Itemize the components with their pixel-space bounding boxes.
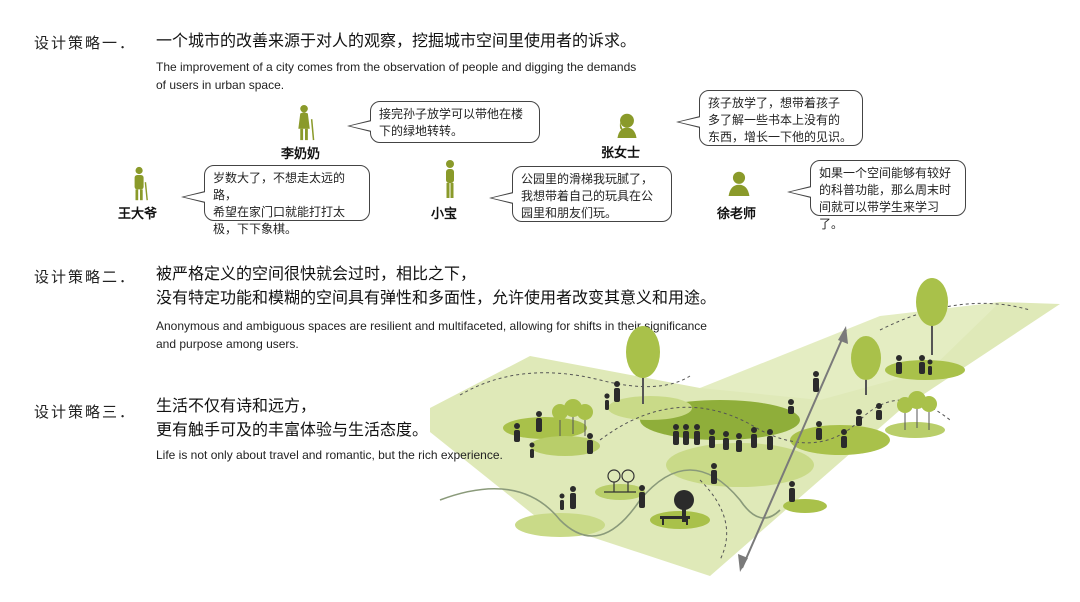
green-spot bbox=[608, 396, 692, 420]
quote-line: 我想带着自己的玩具在公 bbox=[521, 189, 654, 203]
strategy-3-label: 设计策略三． bbox=[34, 403, 137, 421]
walking-path bbox=[599, 399, 951, 444]
strategy-1-title: 一个城市的改善来源于对人的观察，挖掘城市空间里使用者的诉求。 bbox=[156, 29, 636, 53]
quote-line: 东西，增长一下他的见识。 bbox=[708, 130, 853, 144]
strategy-2-english-line: Anonymous and ambiguous spaces are resil… bbox=[156, 319, 707, 333]
green-spot bbox=[503, 417, 587, 439]
woman-bust-icon bbox=[617, 113, 637, 138]
strategy-1-title-line: 一个城市的改善来源于对人的观察，挖掘城市空间里使用者的诉求。 bbox=[156, 31, 637, 50]
speech-bubble-li-nainai: 接完孙子放学可以带他在楼 下的绿地转转。 bbox=[347, 101, 540, 143]
persona-name-wang-daye: 王大爷 bbox=[118, 207, 158, 222]
strategy-2-title-line: 没有特定功能和模糊的空间具有弹性和多面性，允许使用者改变其意义和用途。 bbox=[156, 288, 717, 307]
park-ground-plane bbox=[430, 302, 1060, 576]
quote-line: 孩子放学了，想带着孩子 bbox=[708, 96, 841, 110]
speech-bubble-xiaobao: 公园里的滑梯我玩腻了， 我想带着自己的玩具在公 园里和朋友们玩。 bbox=[489, 166, 672, 222]
quote-line: 公园里的滑梯我玩腻了， bbox=[521, 172, 654, 186]
tree-cluster-icon bbox=[552, 391, 937, 420]
strategy-1-english-line: The improvement of a city comes from the… bbox=[156, 60, 637, 74]
strategy-3-title-line: 生活不仅有诗和远方， bbox=[156, 396, 317, 415]
tree-icon bbox=[626, 326, 660, 404]
strategy-2-title: 被严格定义的空间很快就会过时，相比之下， 没有特定功能和模糊的空间具有弹性和多面… bbox=[156, 262, 716, 310]
green-spot bbox=[790, 425, 890, 455]
strategy-3-english-line: Life is not only about travel and romant… bbox=[156, 448, 503, 462]
quote-line: 间就可以带学生来学习了。 bbox=[819, 200, 940, 231]
green-spot bbox=[650, 511, 710, 529]
speech-bubble-zhang-nvshi: 孩子放学了，想带着孩子 多了解一些书本上没有的 东西，增长一下他的见识。 bbox=[676, 90, 863, 146]
double-arrow-icon bbox=[741, 329, 847, 569]
dark-tree-icon bbox=[660, 490, 694, 525]
persona-name-li-nainai: 李奶奶 bbox=[281, 147, 321, 162]
walking-path bbox=[439, 469, 781, 537]
strategy-1-label: 设计策略一． bbox=[34, 34, 137, 52]
child-standing-icon bbox=[446, 160, 454, 198]
quote-line: 岁数大了，不想走太远的路， bbox=[213, 171, 346, 202]
green-spot bbox=[666, 443, 814, 487]
strategy-3-title-line: 更有触手可及的丰富体验与生活态度。 bbox=[156, 420, 429, 439]
persona-name-xiaobao: 小宝 bbox=[431, 207, 458, 222]
walking-path bbox=[699, 479, 728, 561]
quote-line: 如果一个空间能够有较好 bbox=[819, 166, 952, 180]
strategy-2-english-line: and purpose among users. bbox=[156, 337, 299, 351]
tree-icon bbox=[851, 336, 881, 395]
outline-tree-icon bbox=[604, 469, 636, 493]
persona-name-zhang-nvshi: 张女士 bbox=[601, 146, 641, 161]
quote-line: 极，下下象棋。 bbox=[213, 222, 298, 236]
quote-line: 园里和朋友们玩。 bbox=[521, 206, 618, 220]
elderly-woman-with-cane-icon bbox=[298, 104, 315, 141]
quote-line: 的科普功能，那么周末时 bbox=[819, 183, 952, 197]
old-man-with-cane-icon bbox=[134, 166, 148, 201]
strategy-2-title-line: 被严格定义的空间很快就会过时，相比之下， bbox=[156, 264, 477, 283]
strategy-2-label: 设计策略二． bbox=[34, 268, 137, 286]
persona-name-xu-laoshi: 徐老师 bbox=[717, 207, 757, 222]
green-spot bbox=[783, 499, 827, 513]
people-silhouettes bbox=[514, 355, 933, 510]
quote-line: 下的绿地转转。 bbox=[379, 124, 464, 138]
green-spot bbox=[885, 422, 945, 438]
quote-line: 接完孙子放学可以带他在楼 bbox=[379, 107, 524, 121]
tree-icon bbox=[916, 278, 948, 355]
strategy-1-english-line: of users in urban space. bbox=[156, 78, 285, 92]
quote-line: 多了解一些书本上没有的 bbox=[708, 113, 841, 127]
strategy-3-english: Life is not only about travel and romant… bbox=[156, 446, 503, 464]
walking-path bbox=[459, 372, 691, 396]
speech-bubble-wang-daye: 岁数大了，不想走太远的路， 希望在家门口就能打打太 极，下下象棋。 bbox=[181, 165, 370, 236]
quote-line: 希望在家门口就能打打太 bbox=[213, 205, 346, 219]
strategy-3-title: 生活不仅有诗和远方， 更有触手可及的丰富体验与生活态度。 bbox=[156, 394, 428, 442]
strategy-2-english: Anonymous and ambiguous spaces are resil… bbox=[156, 317, 707, 353]
strategy-1-english: The improvement of a city comes from the… bbox=[156, 58, 636, 94]
man-bust-icon bbox=[728, 171, 750, 196]
green-spot bbox=[530, 436, 600, 456]
speech-bubble-xu-laoshi: 如果一个空间能够有较好 的科普功能，那么周末时 间就可以带学生来学习了。 bbox=[787, 160, 966, 231]
green-spot bbox=[515, 513, 605, 537]
walking-path bbox=[879, 302, 1031, 331]
park-ground-upper bbox=[700, 302, 1000, 400]
